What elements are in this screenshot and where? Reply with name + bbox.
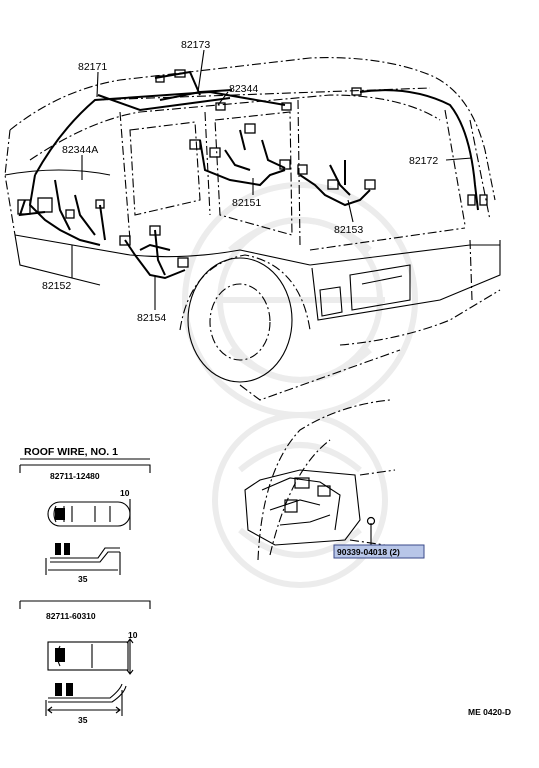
clip1-height-dimension: 10	[120, 488, 130, 498]
clip1-part-number: 82711-12480	[50, 471, 100, 481]
clip2-top-view	[47, 638, 134, 675]
clip1-top-view	[47, 499, 131, 530]
clip-section: ROOF WIRE, NO. 1 82711-12480 10 35 82711…	[19, 446, 151, 725]
clip2-height-dimension: 10	[128, 630, 138, 640]
callout-82153[interactable]: 82153	[334, 224, 363, 236]
roof-harness	[34, 69, 488, 211]
part-highlight-90339	[333, 544, 425, 559]
clip2-length-dimension: 35	[78, 715, 88, 725]
callout-82154[interactable]: 82154	[137, 312, 166, 324]
clip2-side-view	[45, 683, 127, 716]
clip1-length-dimension: 35	[78, 574, 88, 584]
clip1-side-view	[45, 543, 121, 575]
rear-harness	[297, 160, 376, 207]
callout-82344[interactable]: 82344	[229, 83, 258, 95]
front-harness	[17, 174, 106, 246]
center-harness	[189, 123, 291, 187]
callout-82152[interactable]: 82152	[42, 280, 71, 292]
vehicle-body	[4, 57, 501, 401]
callout-90339-04018[interactable]: 90339-04018 (2)	[337, 547, 400, 557]
callout-82172[interactable]: 82172	[409, 155, 438, 167]
callout-82173[interactable]: 82173	[181, 39, 210, 51]
callout-82171[interactable]: 82171	[78, 61, 107, 73]
callout-82151[interactable]: 82151	[232, 197, 261, 209]
diagram-code: ME 0420-D	[468, 707, 511, 717]
clip2-part-number: 82711-60310	[46, 611, 96, 621]
leader-lines	[71, 49, 473, 545]
clip-section-title: ROOF WIRE, NO. 1	[24, 446, 118, 458]
callout-82344a[interactable]: 82344A	[62, 144, 98, 156]
watermark	[182, 182, 418, 588]
detail-inset	[244, 399, 396, 561]
lower-harness	[119, 225, 189, 280]
